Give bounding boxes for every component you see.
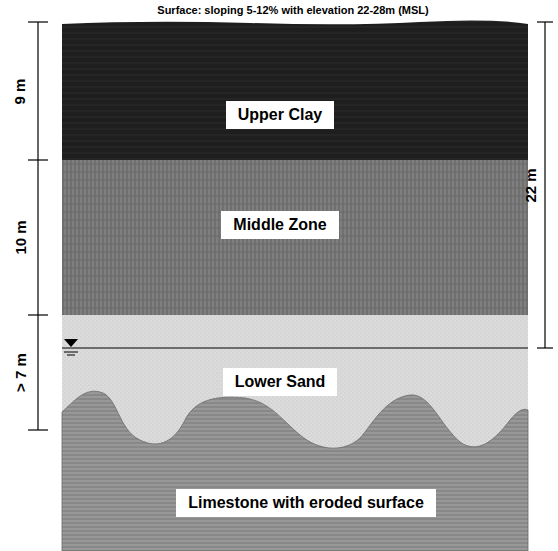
water-table-symbol <box>64 339 78 347</box>
upper-clay-layer: Upper Clay <box>62 22 528 160</box>
dimension-label: 10 m <box>11 220 28 254</box>
middle-zone-band <box>62 160 528 315</box>
layer-label: Lower Sand <box>223 368 338 396</box>
layer-label: Limestone with eroded surface <box>176 489 436 517</box>
dimension-label: > 7 m <box>12 353 29 392</box>
layer-label: Upper Clay <box>226 101 334 129</box>
middle-zone-layer: Middle Zone <box>62 160 528 315</box>
upper-clay-band <box>62 20 528 160</box>
dimension-label: 22 m <box>521 168 538 202</box>
water-table-symbol <box>64 352 78 353</box>
surface-title: Surface: sloping 5-12% with elevation 22… <box>157 4 428 16</box>
dimension-lines <box>28 22 553 430</box>
water-table-line <box>62 347 528 348</box>
lower-sand-layer: Lower Sand <box>62 315 528 465</box>
layer-label: Middle Zone <box>221 211 338 239</box>
water-table-symbol <box>67 355 75 356</box>
dimension-label: 9 m <box>11 78 28 104</box>
limestone-layer: Limestone with eroded surface <box>62 390 528 551</box>
limestone-eroded-surface <box>62 391 528 551</box>
